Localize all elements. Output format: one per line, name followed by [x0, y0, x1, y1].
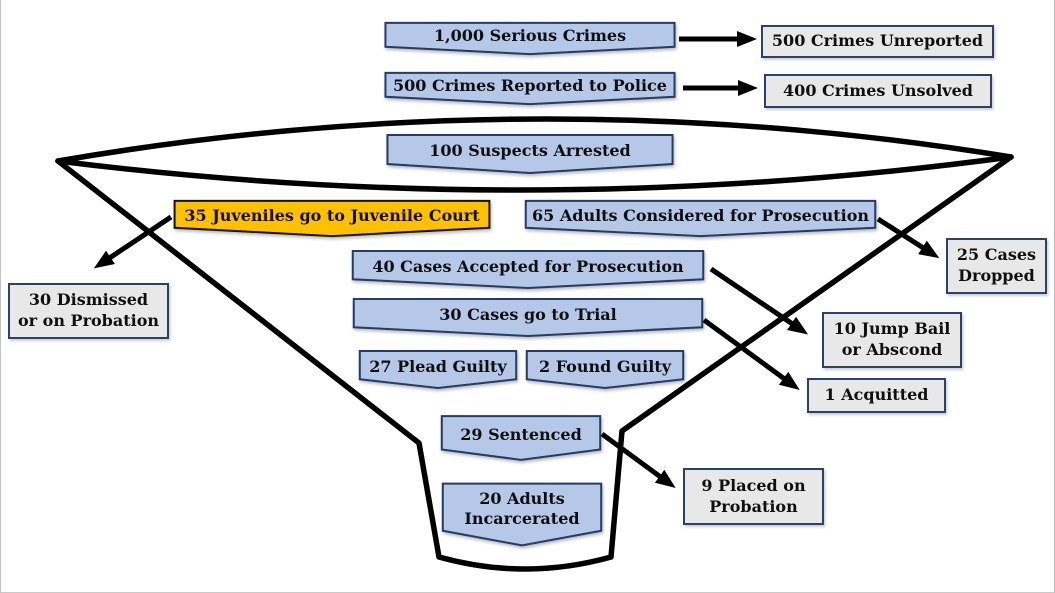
banner-shape	[386, 134, 674, 174]
outcome-box-acquitted: 1 Acquitted	[807, 378, 946, 413]
stage-box-arrested: 100 Suspects Arrested	[386, 134, 674, 174]
stage-label: 500 Crimes Reported to Police	[393, 75, 667, 95]
stage-label-line2: Incarcerated	[464, 508, 580, 528]
stage-label: 35 Juveniles go to Juvenile Court	[184, 205, 480, 225]
outcome-label-line1: 10 Jump Bail	[833, 319, 951, 339]
stage-label: 2 Found Guilty	[538, 356, 672, 376]
banner-shape	[352, 298, 704, 337]
arrow-accepted-to-jumpbail	[709, 266, 809, 335]
banner-shape	[524, 200, 877, 237]
banner-shape	[441, 415, 601, 461]
banner-shape	[442, 482, 602, 547]
outcome-label: 400 Crimes Unsolved	[783, 80, 973, 100]
arrow-sentenced-to-probation	[600, 431, 676, 489]
outcome-label: 1 Acquitted	[824, 385, 929, 405]
banner-shape	[384, 22, 676, 55]
outcome-label-line2: Dropped	[958, 266, 1035, 285]
arrow-trial-to-acquitted	[702, 317, 800, 391]
stage-label: 27 Plead Guilty	[369, 356, 507, 376]
outcome-label: 500 Crimes Unreported	[771, 31, 984, 51]
outcome-label-line2: or Abscond	[841, 340, 943, 359]
arrow-juveniles-to-dismissed	[93, 214, 173, 269]
stage-box-found-guilty: 2 Found Guilty	[526, 350, 684, 389]
outcome-label-line2: or on Probation	[17, 311, 159, 330]
stage-box-juveniles: 35 Juveniles go to Juvenile Court	[173, 200, 491, 237]
stage-box-trial: 30 Cases go to Trial	[352, 298, 704, 337]
stage-label: 40 Cases Accepted for Prosecution	[372, 256, 684, 276]
banner-shape	[359, 350, 517, 389]
outcome-box-unsolved: 400 Crimes Unsolved	[764, 74, 992, 108]
stage-box-plead-guilty: 27 Plead Guilty	[359, 350, 517, 389]
stage-label-line1: 20 Adults	[479, 488, 565, 508]
banner-shape	[173, 200, 491, 237]
banner-shape	[526, 350, 684, 389]
outcome-label-line1: 9 Placed on	[701, 475, 806, 495]
stage-box-reported: 500 Crimes Reported to Police	[384, 72, 676, 105]
stage-label: 100 Suspects Arrested	[429, 141, 631, 160]
stage-box-serious-crimes: 1,000 Serious Crimes	[384, 22, 676, 55]
funnel-rim-top-arc	[55, 116, 1014, 164]
stage-box-adults: 65 Adults Considered for Prosecution	[524, 200, 877, 237]
stage-box-accepted: 40 Cases Accepted for Prosecution	[351, 250, 705, 289]
banner-shape	[351, 250, 705, 289]
stage-label: 29 Sentenced	[460, 425, 582, 444]
stage-box-sentenced: 29 Sentenced	[441, 415, 601, 461]
stage-label: 1,000 Serious Crimes	[433, 25, 627, 45]
outcome-label-line2: Probation	[709, 496, 798, 516]
banner-shape	[384, 72, 676, 105]
outcome-box-unreported: 500 Crimes Unreported	[761, 25, 994, 58]
outcome-box-probation: 9 Placed on Probation	[683, 468, 824, 525]
stage-label: 65 Adults Considered for Prosecution	[532, 205, 869, 225]
outcome-box-dropped: 25 Cases Dropped	[946, 238, 1047, 294]
outcome-box-jump-bail: 10 Jump Bail or Abscond	[822, 312, 962, 368]
outcome-box-dismissed: 30 Dismissed or on Probation	[8, 283, 169, 339]
funnel-rim-bottom-arc	[55, 154, 1014, 193]
funnel-body-outline	[55, 154, 1014, 572]
outcome-label-line1: 25 Cases	[956, 245, 1037, 265]
outcome-label-line1: 30 Dismissed	[28, 290, 149, 310]
stage-label: 30 Cases go to Trial	[439, 304, 617, 324]
arrow-adults-to-dropped	[876, 216, 940, 259]
